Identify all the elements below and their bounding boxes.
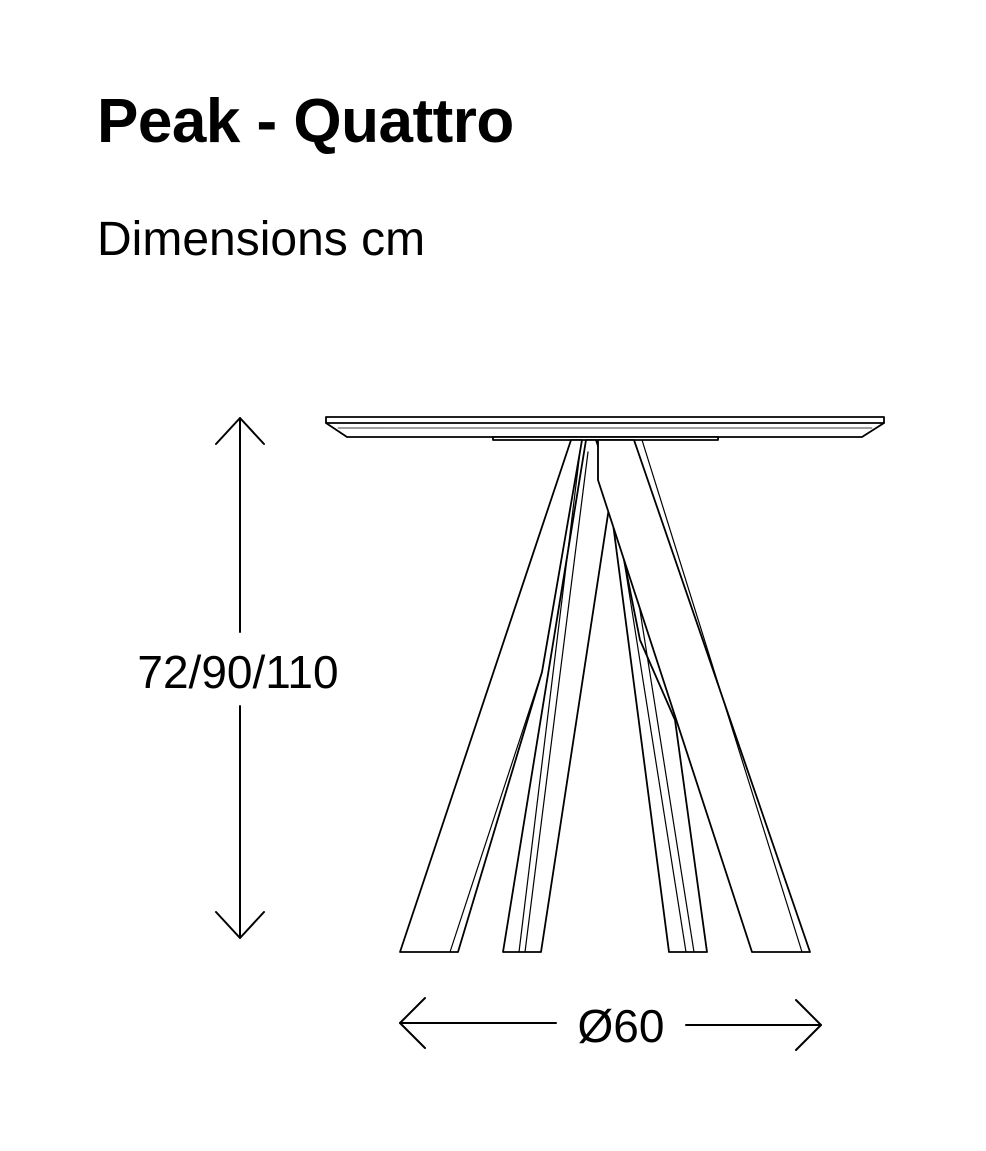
table-drawing <box>325 416 885 953</box>
leg-rear-left <box>502 439 613 953</box>
leg-front-left-seam <box>535 671 543 691</box>
diameter-label: Ø60 <box>578 1000 665 1052</box>
arrow-right-icon <box>795 999 822 1051</box>
arrow-left-icon <box>399 997 426 1049</box>
page-title: Peak - Quattro <box>97 87 514 156</box>
leg-rear-left-edge-a <box>518 451 581 953</box>
arrow-up-icon <box>215 417 265 445</box>
leg-rear-left-edge-b <box>524 451 589 953</box>
diameter-dimension <box>399 997 822 1051</box>
tabletop-bevel <box>325 422 885 438</box>
tabletop <box>325 416 885 441</box>
leg-front-right-highlight <box>641 439 803 953</box>
leg-front-left <box>399 439 583 953</box>
tabletop-top-edge <box>325 416 885 424</box>
height-label: 72/90/110 <box>137 646 338 698</box>
arrow-down-icon <box>215 911 265 939</box>
leg-front-right <box>597 439 811 953</box>
height-dimension <box>215 417 265 939</box>
leg-front-left-highlight <box>449 689 537 953</box>
leg-rear-right-edge-a <box>623 559 687 953</box>
leg-front-left-body <box>399 439 583 953</box>
leg-rear-right-edge-b <box>631 559 695 953</box>
page-subtitle: Dimensions cm <box>97 213 426 266</box>
